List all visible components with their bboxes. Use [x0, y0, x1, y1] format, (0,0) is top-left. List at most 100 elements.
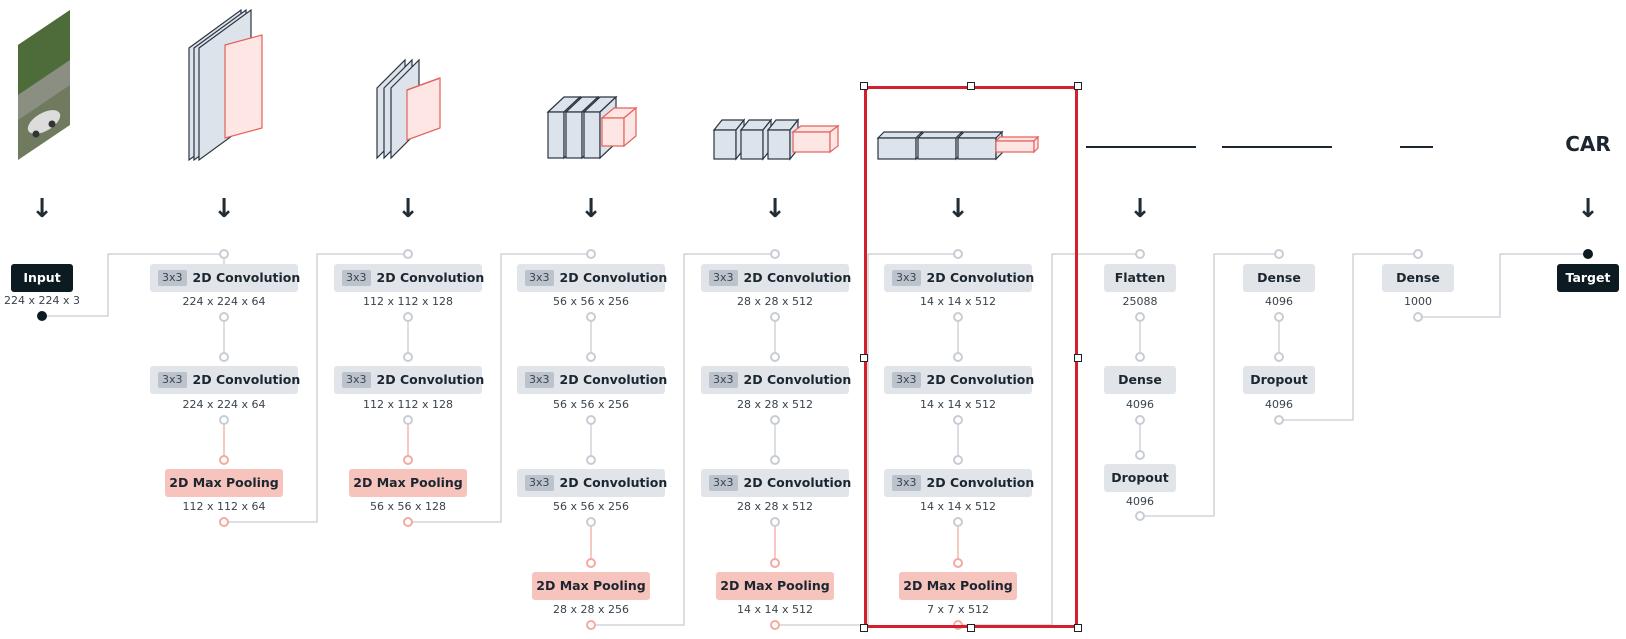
arrow-down-icon: ↓ — [397, 194, 419, 224]
input-port — [37, 311, 47, 321]
dropout2-dim: 4096 — [1265, 398, 1293, 411]
block1-pool-dim: 112 x 112 x 64 — [182, 500, 266, 513]
resize-handle-e[interactable] — [1074, 354, 1082, 362]
block3-pool-node[interactable]: 2D Max Pooling — [532, 572, 650, 600]
input-node[interactable]: Input — [11, 264, 73, 292]
target-node[interactable]: Target — [1557, 264, 1619, 292]
connection-ports — [219, 249, 1423, 630]
kernel-badge: 3x3 — [709, 475, 738, 491]
block1-conv1-dim: 224 x 224 x 64 — [182, 295, 266, 308]
volume-block4 — [712, 118, 840, 161]
block5-conv1-node[interactable]: 3x3 2D Convolution — [884, 264, 1035, 292]
kernel-badge: 3x3 — [709, 270, 738, 286]
volume-block1 — [188, 8, 263, 162]
dense3-node[interactable]: Dense — [1382, 264, 1454, 292]
block3-conv1-node[interactable]: 3x3 2D Convolution — [517, 264, 668, 292]
target-port — [1583, 249, 1593, 259]
kernel-badge: 3x3 — [158, 270, 187, 286]
arrow-down-icon: ↓ — [1129, 194, 1151, 224]
block2-conv1-node[interactable]: 3x3 2D Convolution — [334, 264, 485, 292]
block4-conv2-dim: 28 x 28 x 512 — [737, 398, 813, 411]
input-dim: 224 x 224 x 3 — [4, 294, 80, 307]
arrow-down-icon: ↓ — [764, 194, 786, 224]
block5-conv3-dim: 14 x 14 x 512 — [920, 500, 996, 513]
resize-handle-s[interactable] — [967, 624, 975, 632]
flatten-node[interactable]: Flatten — [1104, 264, 1176, 292]
kernel-badge: 3x3 — [158, 372, 187, 388]
block3-conv2-dim: 56 x 56 x 256 — [553, 398, 629, 411]
block4-conv1-dim: 28 x 28 x 512 — [737, 295, 813, 308]
resize-handle-ne[interactable] — [1074, 82, 1082, 90]
block4-conv3-dim: 28 x 28 x 512 — [737, 500, 813, 513]
node-label: 2D Convolution — [559, 475, 668, 490]
block3-conv3-node[interactable]: 3x3 2D Convolution — [517, 469, 668, 497]
dense3-dim: 1000 — [1404, 295, 1432, 308]
block2-pool-dim: 56 x 56 x 128 — [370, 500, 446, 513]
resize-handle-se[interactable] — [1074, 624, 1082, 632]
kernel-badge: 3x3 — [892, 270, 921, 286]
arrow-down-icon: ↓ — [947, 194, 969, 224]
kernel-badge: 3x3 — [342, 372, 371, 388]
block4-pool-dim: 14 x 14 x 512 — [737, 603, 813, 616]
resize-handle-n[interactable] — [967, 82, 975, 90]
dense2-dim: 4096 — [1265, 295, 1293, 308]
kernel-badge: 3x3 — [342, 270, 371, 286]
flatten-dim: 25088 — [1122, 295, 1158, 308]
block4-pool-node[interactable]: 2D Max Pooling — [716, 572, 834, 600]
block5-conv2-node[interactable]: 3x3 2D Convolution — [884, 366, 1035, 394]
block5-conv2-dim: 14 x 14 x 512 — [920, 398, 996, 411]
kernel-badge: 3x3 — [525, 372, 554, 388]
node-label: 2D Convolution — [743, 270, 852, 285]
block1-pool-node[interactable]: 2D Max Pooling — [165, 469, 283, 497]
block1-conv1-node[interactable]: 3x3 2D Convolution — [150, 264, 301, 292]
node-label: 2D Convolution — [926, 475, 1035, 490]
resize-handle-w[interactable] — [860, 354, 868, 362]
input-image — [18, 10, 70, 160]
block1-conv2-node[interactable]: 3x3 2D Convolution — [150, 366, 301, 394]
dense1-dim: 4096 — [1126, 398, 1154, 411]
dense1-node[interactable]: Dense — [1104, 366, 1176, 394]
node-label: 2D Convolution — [743, 475, 852, 490]
kernel-badge: 3x3 — [525, 270, 554, 286]
kernel-badge: 3x3 — [892, 475, 921, 491]
dropout1-node[interactable]: Dropout — [1104, 464, 1176, 492]
block5-conv3-node[interactable]: 3x3 2D Convolution — [884, 469, 1035, 497]
selection-box[interactable] — [864, 86, 1078, 628]
block2-conv1-dim: 112 x 112 x 128 — [363, 295, 453, 308]
node-label: 2D Convolution — [192, 270, 301, 285]
block4-conv1-node[interactable]: 3x3 2D Convolution — [701, 264, 852, 292]
block1-conv2-dim: 224 x 224 x 64 — [182, 398, 266, 411]
node-label: 2D Convolution — [926, 372, 1035, 387]
node-label: 2D Convolution — [559, 270, 668, 285]
block2-conv2-node[interactable]: 3x3 2D Convolution — [334, 366, 485, 394]
dropout1-dim: 4096 — [1126, 495, 1154, 508]
kernel-badge: 3x3 — [892, 372, 921, 388]
block2-pool-node[interactable]: 2D Max Pooling — [349, 469, 467, 497]
arrow-down-icon: ↓ — [580, 194, 602, 224]
node-label: 2D Convolution — [926, 270, 1035, 285]
resize-handle-sw[interactable] — [860, 624, 868, 632]
dense2-node[interactable]: Dense — [1243, 264, 1315, 292]
block5-pool-node[interactable]: 2D Max Pooling — [899, 572, 1017, 600]
connection-wires — [42, 253, 1588, 626]
node-label: 2D Convolution — [743, 372, 852, 387]
dropout2-node[interactable]: Dropout — [1243, 366, 1315, 394]
block4-conv3-node[interactable]: 3x3 2D Convolution — [701, 469, 852, 497]
resize-handle-nw[interactable] — [860, 82, 868, 90]
arrow-down-icon: ↓ — [31, 194, 53, 224]
node-label: 2D Convolution — [376, 372, 485, 387]
block2-conv2-dim: 112 x 112 x 128 — [363, 398, 453, 411]
block5-conv1-dim: 14 x 14 x 512 — [920, 295, 996, 308]
volume-block5 — [876, 130, 1040, 161]
volume-block2 — [376, 58, 441, 160]
node-label: 2D Convolution — [376, 270, 485, 285]
arrow-down-icon: ↓ — [1577, 194, 1599, 224]
block3-conv3-dim: 56 x 56 x 256 — [553, 500, 629, 513]
block3-pool-dim: 28 x 28 x 256 — [553, 603, 629, 616]
prediction-label: CAR — [1565, 132, 1611, 156]
kernel-badge: 3x3 — [525, 475, 554, 491]
node-label: 2D Convolution — [192, 372, 301, 387]
